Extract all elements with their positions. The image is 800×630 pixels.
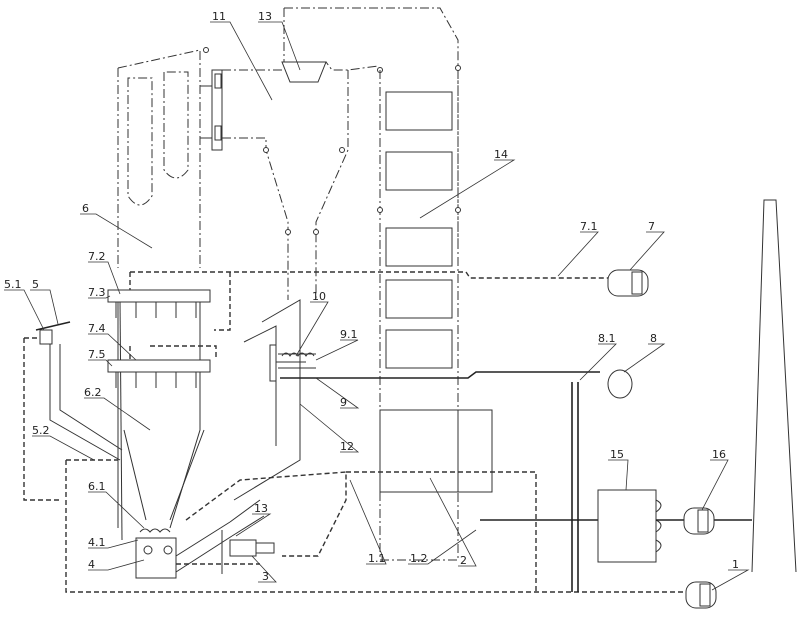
secondary-air-system bbox=[107, 271, 610, 388]
label-12: 12 bbox=[340, 440, 354, 453]
label-11: 11 bbox=[212, 10, 226, 23]
label-6-1: 6.1 bbox=[88, 480, 106, 493]
label-9-1: 9.1 bbox=[340, 328, 358, 341]
flue-gas-path bbox=[480, 199, 797, 592]
bottom-components bbox=[135, 499, 275, 579]
label-4-1: 4.1 bbox=[88, 536, 106, 549]
return-leg bbox=[233, 299, 600, 501]
label-4: 4 bbox=[88, 558, 95, 571]
label-15: 15 bbox=[610, 448, 624, 461]
label-13-top: 13 bbox=[258, 10, 272, 23]
label-8: 8 bbox=[650, 332, 657, 345]
furnace bbox=[117, 49, 223, 541]
primary-air-system bbox=[65, 459, 688, 593]
label-7-4: 7.4 bbox=[88, 322, 106, 335]
label-7-5: 7.5 bbox=[88, 348, 106, 361]
label-6-2: 6.2 bbox=[84, 386, 102, 399]
label-leaders bbox=[4, 21, 750, 591]
label-7-2: 7.2 bbox=[88, 250, 106, 263]
label-7-1: 7.1 bbox=[580, 220, 598, 233]
label-1-2: 1.2 bbox=[410, 552, 428, 565]
label-8-1: 8.1 bbox=[598, 332, 616, 345]
label-10: 10 bbox=[312, 290, 326, 303]
label-2: 2 bbox=[460, 554, 467, 567]
label-13-bottom: 13 bbox=[254, 502, 268, 515]
fan-1-icon bbox=[685, 581, 717, 609]
label-3: 3 bbox=[262, 570, 269, 583]
fans bbox=[607, 269, 717, 609]
label-7-3: 7.3 bbox=[88, 286, 106, 299]
fan-7-icon bbox=[607, 269, 649, 297]
label-5-1: 5.1 bbox=[4, 278, 22, 291]
label-7: 7 bbox=[648, 220, 655, 233]
labels: 11 13 14 6 7.1 7 7.2 7.3 5.1 5 10 7.4 9.… bbox=[4, 10, 739, 583]
fan-16-icon bbox=[683, 507, 715, 535]
coal-feeder bbox=[23, 321, 123, 501]
fan-8-icon bbox=[607, 369, 633, 399]
back-pass bbox=[377, 70, 493, 561]
label-1-1: 1.1 bbox=[368, 552, 386, 565]
label-5-2: 5.2 bbox=[32, 424, 50, 437]
label-6: 6 bbox=[82, 202, 89, 215]
label-9: 9 bbox=[340, 396, 347, 409]
label-5: 5 bbox=[32, 278, 39, 291]
label-14: 14 bbox=[494, 148, 508, 161]
label-16: 16 bbox=[712, 448, 726, 461]
label-1: 1 bbox=[732, 558, 739, 571]
